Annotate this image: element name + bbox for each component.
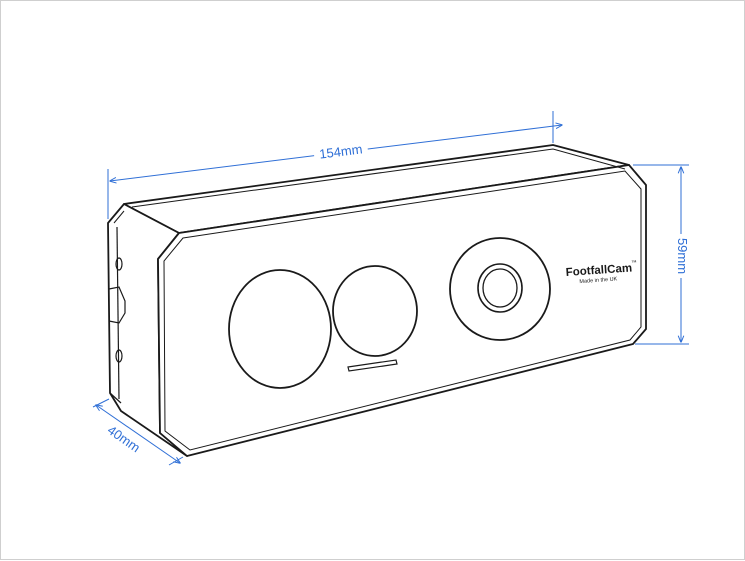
trademark-mark: ™ xyxy=(631,260,637,266)
indicator-slot xyxy=(347,359,398,372)
front-features xyxy=(228,237,551,389)
height-label: 59mm xyxy=(675,238,690,274)
brand-tagline: Made in the UK xyxy=(579,276,618,285)
side-notch xyxy=(108,286,126,324)
side-details xyxy=(108,226,126,404)
side-port-lower xyxy=(115,349,123,363)
depth-extension-front xyxy=(168,456,184,466)
right-sensor-lens xyxy=(332,265,418,357)
camera-lens-inner xyxy=(482,268,518,308)
brand-logo: FootfallCam ™ Made in the UK xyxy=(565,260,637,285)
depth-label: 40mm xyxy=(105,422,143,455)
brand-name: FootfallCam xyxy=(565,262,632,279)
width-label: 154mm xyxy=(318,141,363,161)
depth-dimension-line xyxy=(96,405,180,463)
side-port-upper xyxy=(115,257,123,271)
side-panel-edge xyxy=(116,226,120,400)
side-bottom-edge xyxy=(109,392,122,404)
left-sensor-lens xyxy=(228,269,332,389)
depth-extension-back xyxy=(92,398,110,408)
